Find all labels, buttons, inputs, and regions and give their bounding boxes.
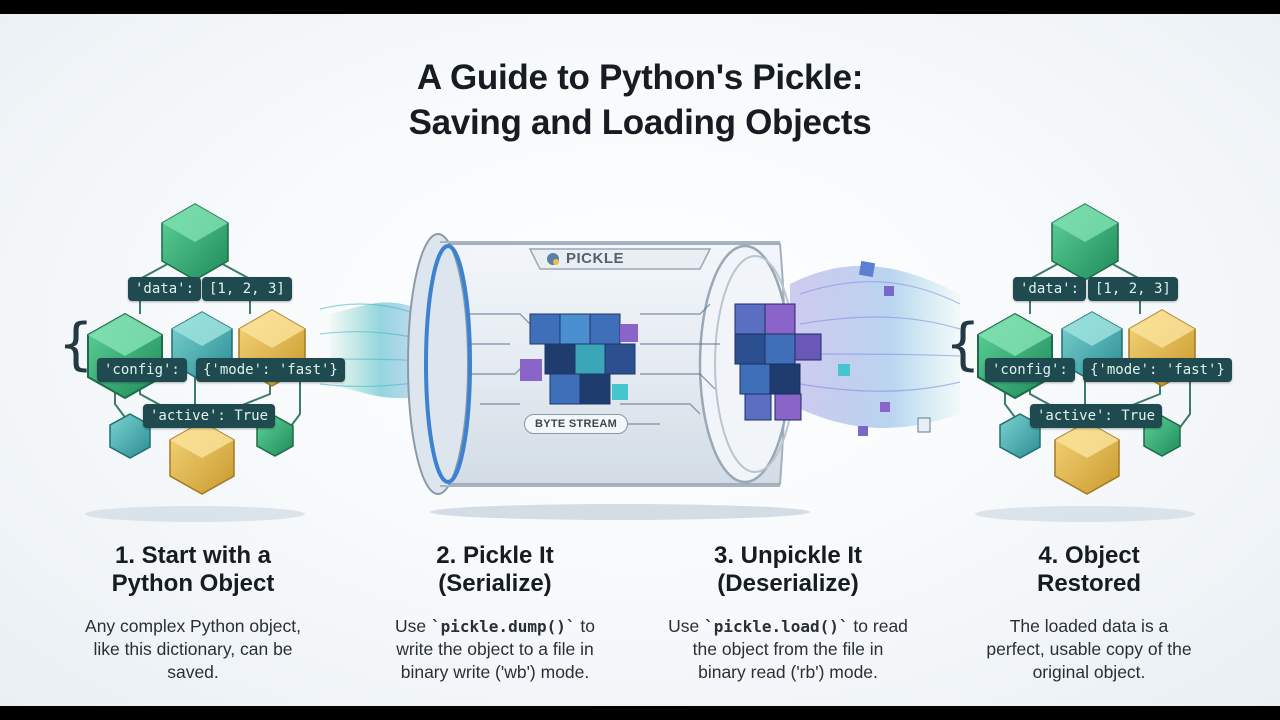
left-data-value-chip: [1, 2, 3]: [202, 277, 292, 301]
restored-data-key: 'data':: [1020, 281, 1080, 297]
step-4-title-line-1: 4. Object: [1038, 542, 1140, 569]
step-3-desc-line-3: binary read ('rb') mode.: [698, 662, 878, 682]
left-config-key-chip: 'config':: [97, 358, 187, 382]
output-cube-cluster: [734, 303, 822, 421]
step-3-desc-line-2: the object from the file in: [692, 639, 884, 659]
step-3-desc-prefix: Use: [668, 616, 705, 636]
byte-stream-label: BYTE STREAM: [524, 414, 629, 434]
step-2-title: 2. Pickle It (Serialize): [365, 542, 625, 598]
left-active-chip: 'active': True: [143, 404, 276, 428]
restored-config-key: 'config':: [992, 362, 1068, 378]
right-config-key-chip: 'config':: [985, 358, 1075, 382]
step-1-description: Any complex Python object, like this dic…: [63, 615, 323, 684]
step-2-desc-line-1: Use `pickle.dump()` to: [365, 615, 625, 638]
step-3-title-line-2: (Deserialize): [717, 570, 859, 597]
step-3-title: 3. Unpickle It (Deserialize): [658, 542, 918, 598]
step-1-title-line-2: Python Object: [111, 570, 275, 597]
step-4-description: The loaded data is a perfect, usable cop…: [959, 615, 1219, 684]
data-key: 'data':: [135, 281, 195, 297]
step-2-desc-line-3: binary write ('wb') mode.: [400, 662, 590, 682]
config-key: 'config':: [104, 362, 180, 378]
title-line-2: Saving and Loading Objects: [408, 103, 872, 142]
active-value: True: [234, 408, 269, 424]
left-config-value-chip: {'mode': 'fast'}: [196, 358, 345, 382]
active-key: 'active':: [150, 408, 226, 424]
step-2-code-dump: `pickle.dump()`: [431, 617, 576, 636]
right-data-key-chip: 'data':: [1013, 277, 1087, 301]
step-2-desc-line-2: write the object to a file in: [396, 639, 594, 659]
restored-object-graph: [975, 203, 1196, 522]
title-line-1: A Guide to Python's Pickle:: [416, 58, 864, 97]
step-4-desc-line-3: original object.: [1032, 662, 1146, 682]
restored-data-value: [1, 2, 3]: [1095, 281, 1171, 297]
right-config-value-chip: {'mode': 'fast'}: [1083, 358, 1232, 382]
data-cube-cluster: [520, 313, 638, 405]
step-2-description: Use `pickle.dump()` to write the object …: [365, 615, 625, 684]
step-4-desc-line-1: The loaded data is a: [1009, 616, 1169, 636]
illustration: [85, 203, 1196, 522]
infographic-canvas: A Guide to Python's Pickle: Saving and L…: [0, 14, 1280, 706]
step-3-code-load: `pickle.load()`: [704, 617, 849, 636]
pickle-jar: [407, 233, 822, 520]
config-value: {'mode': 'fast'}: [203, 362, 338, 378]
step-3-desc-line-1: Use `pickle.load()` to read: [658, 615, 918, 638]
right-active-chip: 'active': True: [1030, 404, 1163, 428]
right-open-brace-icon: {: [945, 312, 981, 377]
step-3-desc-suffix: to read: [848, 616, 908, 636]
jar-brand-label: PICKLE: [566, 250, 625, 267]
step-2-desc-prefix: Use: [395, 616, 431, 636]
step-2-title-line-2: (Serialize): [438, 570, 552, 597]
step-1-desc-line-3: saved.: [167, 662, 219, 682]
step-1-title-line-1: 1. Start with a: [114, 542, 272, 569]
right-data-stream: [790, 260, 961, 436]
right-data-value-chip: [1, 2, 3]: [1088, 277, 1178, 301]
step-3-description: Use `pickle.load()` to read the object f…: [658, 615, 918, 684]
data-value: [1, 2, 3]: [209, 281, 285, 297]
step-1-desc-line-1: Any complex Python object,: [85, 616, 301, 636]
restored-active-value: True: [1121, 408, 1156, 424]
step-4-desc-line-2: perfect, usable copy of the: [986, 639, 1192, 659]
step-2-desc-suffix: to: [575, 616, 595, 636]
step-4-title-line-2: Restored: [1036, 570, 1142, 597]
restored-active-key: 'active':: [1037, 408, 1113, 424]
left-data-key-chip: 'data':: [128, 277, 202, 301]
step-1-desc-line-2: like this dictionary, can be: [93, 639, 293, 659]
step-1-title: 1. Start with a Python Object: [63, 542, 323, 598]
restored-config-value: {'mode': 'fast'}: [1090, 362, 1225, 378]
step-4-title: 4. Object Restored: [959, 542, 1219, 598]
step-3-title-line-1: 3. Unpickle It: [713, 542, 863, 569]
step-2-title-line-1: 2. Pickle It: [436, 542, 554, 569]
left-open-brace-icon: {: [58, 312, 94, 377]
